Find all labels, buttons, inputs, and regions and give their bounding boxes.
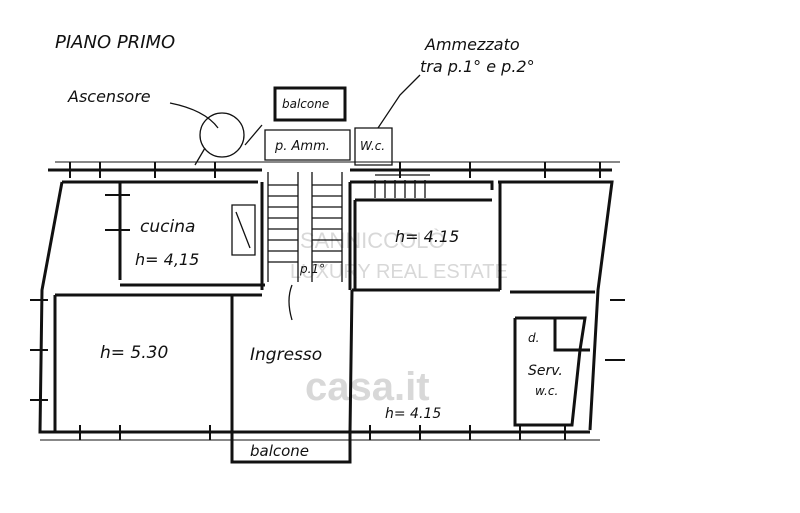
top-balcony-outline: [273, 86, 347, 122]
stairs: [267, 172, 430, 321]
service-room-walls: [510, 290, 595, 427]
dimension-lines: [40, 161, 620, 441]
label-d: d.: [528, 331, 539, 345]
label-h-cucina: h= 4,15: [135, 250, 199, 269]
label-balcone-top: balcone: [282, 97, 329, 111]
label-ammezzato-floor: tra p.1° e p.2°: [420, 57, 535, 76]
bottom-balcony-outline: [230, 432, 352, 464]
elevator-circle: [199, 112, 245, 158]
label-serv: Serv.: [528, 363, 563, 379]
label-p-landing: p.1°: [299, 262, 325, 276]
watermark: SANNICCOLÒ LUXURY REAL ESTATE casa.it: [290, 228, 508, 409]
elevator-lines: [194, 124, 263, 166]
labels: PIANO PRIMO Ascensore Ammezzato tra p.1°…: [55, 32, 563, 460]
label-h-left: h= 5.30: [100, 343, 168, 363]
label-balcone-bottom: balcone: [250, 442, 309, 460]
watermark-line-2: LUXURY REAL ESTATE: [290, 261, 508, 283]
label-wc: W.c.: [360, 139, 385, 153]
label-ingresso: Ingresso: [250, 345, 322, 365]
plan-title: PIANO PRIMO: [55, 32, 175, 53]
ascensore-arrow: [169, 102, 219, 129]
p-amm-outline: [264, 127, 393, 166]
walls: [38, 86, 614, 464]
mezzanine-stair: [374, 174, 430, 198]
label-cucina: cucina: [140, 217, 195, 237]
dimension-ticks: [30, 161, 625, 441]
stair-treads: [268, 184, 342, 263]
label-ascensore: Ascensore: [67, 87, 151, 106]
outer-wall: [38, 180, 614, 434]
ammezzato-arrow: [377, 74, 421, 129]
label-h-ingresso: h= 4.15: [385, 406, 441, 422]
stair-rails: [267, 172, 343, 282]
label-wc-small: w.c.: [535, 384, 558, 398]
cucina-cabinet: [231, 204, 256, 256]
interior-walls: [53, 182, 502, 433]
watermark-line-3: casa.it: [305, 365, 430, 409]
ticks: [30, 162, 625, 440]
label-ammezzato: Ammezzato: [424, 35, 520, 54]
elevator: [169, 102, 263, 166]
stair-arrow: [288, 284, 293, 321]
label-h-right: h= 4.15: [395, 227, 459, 246]
label-p-amm: p. Amm.: [274, 139, 330, 154]
